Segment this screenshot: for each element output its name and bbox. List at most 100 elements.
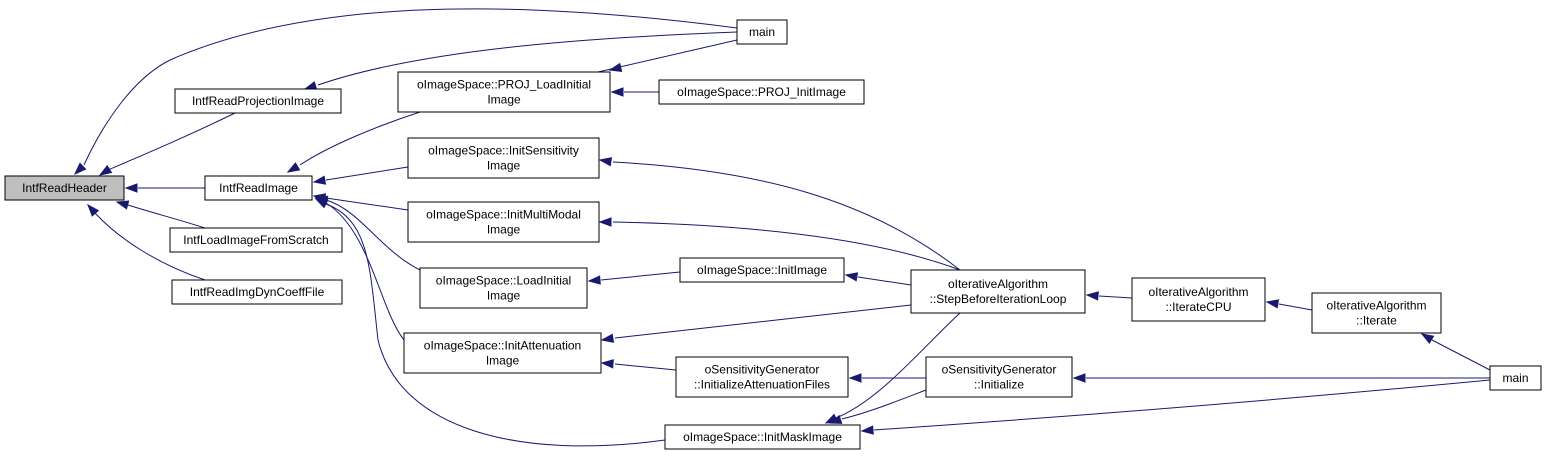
node-box bbox=[736, 19, 788, 45]
arrowhead-icon bbox=[587, 275, 601, 285]
node-box bbox=[1131, 277, 1266, 322]
node-box bbox=[419, 267, 588, 309]
node-label: IntfReadHeader bbox=[22, 181, 107, 195]
node-intfReadImgDynCoeffFile[interactable]: IntfReadImgDynCoeffFile bbox=[171, 279, 343, 305]
edge-main1-to-projLoadInitialImage bbox=[597, 39, 738, 73]
node-box bbox=[925, 356, 1073, 398]
node-label: IntfReadImgDynCoeffFile bbox=[190, 285, 325, 299]
node-label: main bbox=[749, 25, 775, 39]
node-label: oIterativeAlgorithm bbox=[1148, 285, 1248, 299]
node-main1[interactable]: main bbox=[736, 19, 788, 45]
edge-intfReadImgDynCoeffFile-to-intfReadHeader bbox=[87, 203, 206, 281]
arrowhead-icon bbox=[73, 162, 87, 176]
node-label: oImageSpace::LoadInitial bbox=[436, 274, 571, 288]
node-label: oImageSpace::PROJ_LoadInitial bbox=[417, 78, 591, 92]
node-box bbox=[658, 79, 865, 105]
edge-line bbox=[299, 111, 421, 166]
edge-projInitImage-to-projLoadInitialImage bbox=[610, 87, 659, 97]
arrowhead-icon bbox=[860, 425, 874, 435]
arrowhead-icon bbox=[286, 162, 301, 173]
node-iterate[interactable]: oIterativeAlgorithm::Iterate bbox=[1311, 292, 1442, 334]
edge-line bbox=[857, 276, 912, 286]
node-label: oImageSpace::InitMaskImage bbox=[683, 430, 842, 444]
arrowhead-icon bbox=[828, 414, 843, 424]
node-box bbox=[4, 175, 125, 201]
edge-line bbox=[94, 212, 206, 281]
node-label: Image bbox=[487, 289, 521, 303]
node-intfReadProjectionImage[interactable]: IntfReadProjectionImage bbox=[174, 88, 342, 114]
node-label: ::InitializeAttenuationFiles bbox=[694, 378, 830, 392]
node-initMaskImage[interactable]: oImageSpace::InitMaskImage bbox=[664, 424, 861, 450]
arrowhead-icon bbox=[312, 175, 327, 185]
node-box bbox=[171, 279, 343, 305]
node-box bbox=[174, 88, 342, 114]
node-initImage[interactable]: oImageSpace::InitImage bbox=[679, 257, 845, 283]
node-intfLoadImageFromScratch[interactable]: IntfLoadImageFromScratch bbox=[169, 227, 343, 253]
arrowhead-icon bbox=[98, 164, 113, 176]
arrowhead-icon bbox=[600, 359, 614, 369]
node-label: IntfReadProjectionImage bbox=[192, 94, 324, 108]
arrowhead-icon bbox=[598, 157, 613, 167]
edge-iterate-to-iterateCPU bbox=[1265, 299, 1313, 311]
node-label: IntfLoadImageFromScratch bbox=[183, 233, 328, 247]
node-label: oImageSpace::InitImage bbox=[697, 263, 827, 277]
edge-main2-to-iterate bbox=[1420, 333, 1491, 371]
arrowhead-icon bbox=[87, 203, 100, 217]
node-projInitImage[interactable]: oImageSpace::PROJ_InitImage bbox=[658, 79, 865, 105]
node-main2[interactable]: main bbox=[1489, 365, 1542, 391]
edge-main2-to-initMaskImage bbox=[860, 379, 1491, 435]
edge-line bbox=[1098, 295, 1133, 299]
node-sgInitialize[interactable]: oSensitivityGenerator::Initialize bbox=[925, 356, 1073, 398]
node-label: IntfReadImage bbox=[219, 181, 298, 195]
arrowhead-icon bbox=[1265, 299, 1280, 309]
edge-line bbox=[83, 8, 738, 166]
edge-initImage-to-loadInitialImage bbox=[587, 271, 681, 285]
node-box bbox=[403, 332, 602, 374]
node-intfReadHeader[interactable]: IntfReadHeader bbox=[4, 175, 125, 201]
arrowhead-icon bbox=[115, 200, 130, 210]
edge-line bbox=[107, 112, 236, 171]
edge-line bbox=[325, 197, 409, 211]
node-label: Image bbox=[487, 223, 521, 237]
edge-stepBeforeIterationLoop-to-initAttenuationImage bbox=[600, 304, 912, 343]
node-label: Image bbox=[487, 159, 521, 173]
node-stepBeforeIterationLoop[interactable]: oIterativeAlgorithm::StepBeforeIteration… bbox=[910, 269, 1086, 314]
node-label: ::Initialize bbox=[974, 378, 1024, 392]
node-label: oSensitivityGenerator bbox=[705, 363, 820, 377]
arrowhead-icon bbox=[314, 198, 329, 209]
node-intfReadImage[interactable]: IntfReadImage bbox=[204, 175, 313, 201]
node-iterateCPU[interactable]: oIterativeAlgorithm::IterateCPU bbox=[1131, 277, 1266, 322]
node-box bbox=[204, 175, 313, 201]
edge-line bbox=[325, 203, 666, 447]
edge-line bbox=[1431, 339, 1491, 371]
arrowhead-icon bbox=[1085, 291, 1099, 301]
edge-line bbox=[873, 379, 1491, 431]
node-box bbox=[397, 71, 611, 113]
node-label: oImageSpace::InitSensitivity bbox=[428, 144, 579, 158]
node-label: ::Iterate bbox=[1356, 314, 1397, 328]
edge-stepBeforeIterationLoop-to-initImage bbox=[844, 272, 912, 286]
node-box bbox=[407, 137, 600, 179]
edge-line bbox=[597, 39, 738, 73]
node-box bbox=[407, 201, 600, 243]
arrowhead-icon bbox=[303, 81, 318, 91]
edge-line bbox=[325, 199, 421, 271]
node-box bbox=[664, 424, 861, 450]
edge-intfReadImage-to-intfReadHeader bbox=[124, 183, 205, 193]
edge-sgInitialize-to-initMaskImage bbox=[828, 389, 927, 424]
arrowhead-icon bbox=[608, 62, 623, 72]
edge-line bbox=[841, 389, 927, 420]
node-initializeAttenuationFiles[interactable]: oSensitivityGenerator::InitializeAttenua… bbox=[675, 356, 849, 398]
edge-line bbox=[317, 31, 738, 86]
nodes-layer: IntfReadHeadermainIntfReadProjectionImag… bbox=[4, 19, 1542, 450]
node-box bbox=[675, 356, 849, 398]
node-label: oIterativeAlgorithm bbox=[948, 277, 1048, 291]
node-label: oImageSpace::InitMultiModal bbox=[426, 208, 581, 222]
edge-initAttenuationImage-to-intfReadImage bbox=[314, 197, 405, 341]
